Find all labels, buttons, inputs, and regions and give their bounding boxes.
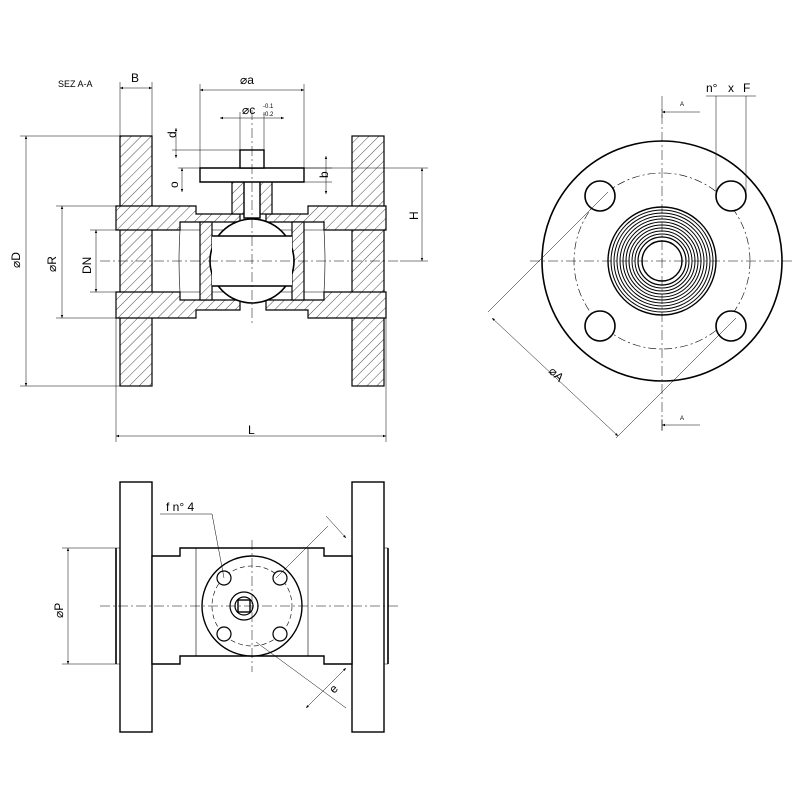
dim-label-b-upper: B [131,71,139,85]
section-title: SEZ A-A [58,79,93,89]
top-view [62,481,400,733]
dim-label-n: n° [706,81,718,95]
flange-front-view [487,95,795,439]
section-marker-a-bottom: A [680,416,684,422]
dim-label-c: ⌀c [242,103,255,117]
section-dimensions [20,82,428,442]
bolt-hole-2 [715,180,747,212]
dim-label-r: ⌀R [45,256,59,272]
dim-label-h: H [407,211,421,220]
body-lower-wall-right [265,291,387,319]
body-upper-wall-right [265,205,387,231]
pad-hole-2 [272,570,288,586]
dim-label-c-tol-upper: -0.1 [263,104,274,110]
body-upper-wall [115,205,241,231]
dim-label-d: d [165,131,179,138]
dim-label-f: F [743,81,750,95]
pad-hole-4 [272,626,288,642]
dim-label-e: e [326,681,341,696]
top-left-flange [119,481,153,733]
dim-label-l: L [248,423,255,437]
leader-label-f-n4: f n° 4 [166,500,194,514]
dim-label-a: ⌀a [240,73,254,87]
dim-label-b-lower: b [317,171,331,178]
dim-label-a-diameter: ⌀A [546,364,567,385]
bolt-hole-3 [584,310,616,342]
bolt-hole-4 [715,310,747,342]
dim-label-c-tol-lower: -0.2 [263,112,274,118]
dim-label-x: x [728,81,734,95]
bolt-hole-1 [584,180,616,212]
section-marker-a-top: A [680,102,684,108]
dim-label-d-flange: ⌀D [9,252,23,268]
section-view-a-a [100,110,400,387]
dim-label-dn: DN [80,257,94,274]
top-right-flange [351,481,385,733]
body-lower-wall [115,291,241,319]
pad-hole-3 [216,626,232,642]
dim-label-o: o [167,181,181,188]
dim-label-p: ⌀P [52,603,66,618]
